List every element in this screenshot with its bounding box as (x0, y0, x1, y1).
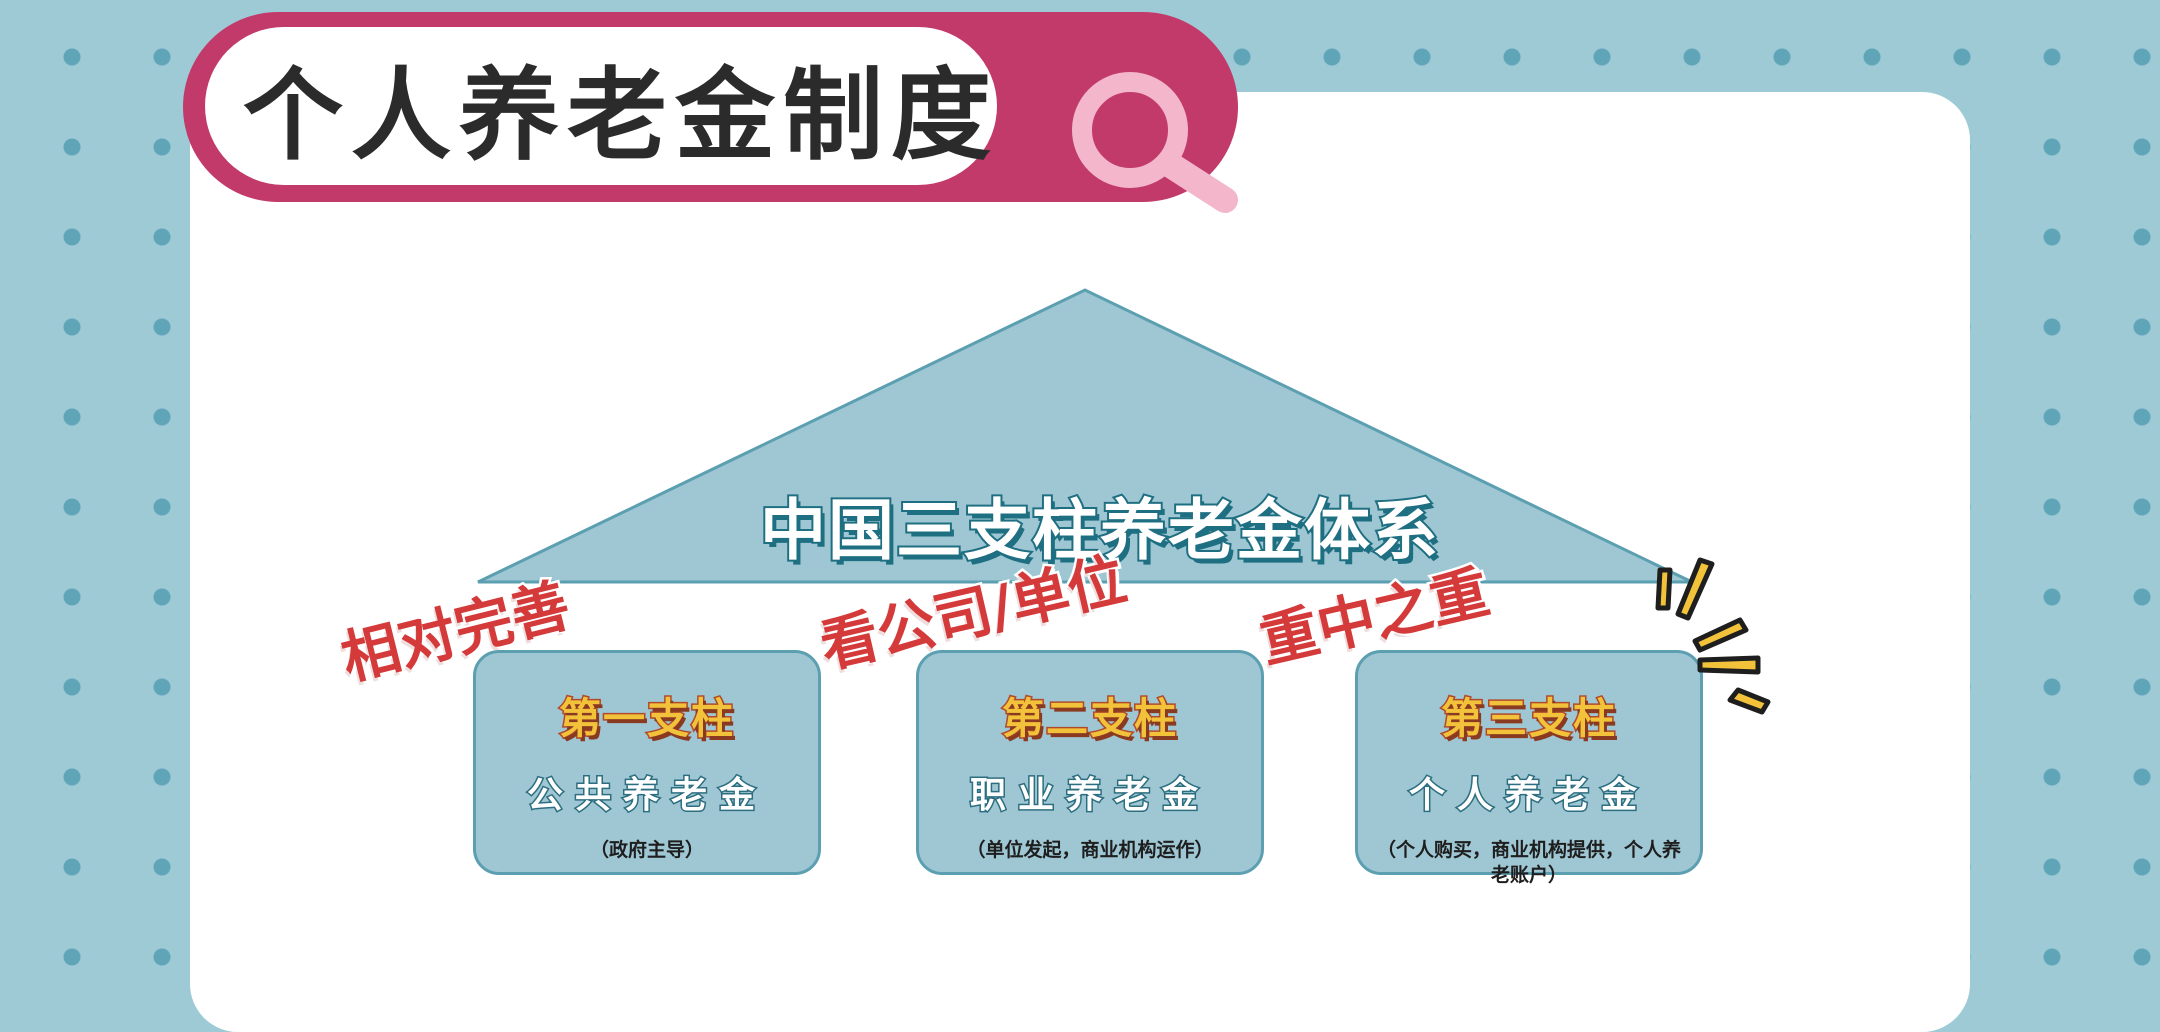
sparkle-lines-icon (1655, 557, 1771, 715)
pillar-type: 公共养老金 (525, 774, 767, 818)
pillar-name: 第一支柱 (557, 693, 735, 745)
pillar-note: （单位发起，商业机构运作） (966, 839, 1214, 861)
pillar-card-second: 第二支柱 职业养老金 （单位发起，商业机构运作） (916, 650, 1264, 875)
pillar-type: 个人养老金 (1407, 774, 1649, 818)
title-box: 个人养老金制度 (205, 27, 997, 185)
magnifier-icon (1072, 72, 1238, 213)
roof-title: 中国三支柱养老金体系 (758, 490, 1440, 571)
pillar-card-third: 第三支柱 个人养老金 （个人购买，商业机构提供，个人养老账户） (1355, 650, 1703, 886)
pillar-note: （个人购买，商业机构提供，个人养老账户） (1376, 839, 1681, 886)
pillar-type: 职业养老金 (968, 774, 1210, 818)
pillar-note: （政府主导） (589, 839, 704, 861)
pillar-name: 第二支柱 (1000, 693, 1178, 745)
pillar-card-first: 第一支柱 公共养老金 （政府主导） (473, 650, 821, 875)
page-title: 个人养老金制度 (243, 56, 999, 174)
pillar-name: 第三支柱 (1439, 693, 1617, 745)
